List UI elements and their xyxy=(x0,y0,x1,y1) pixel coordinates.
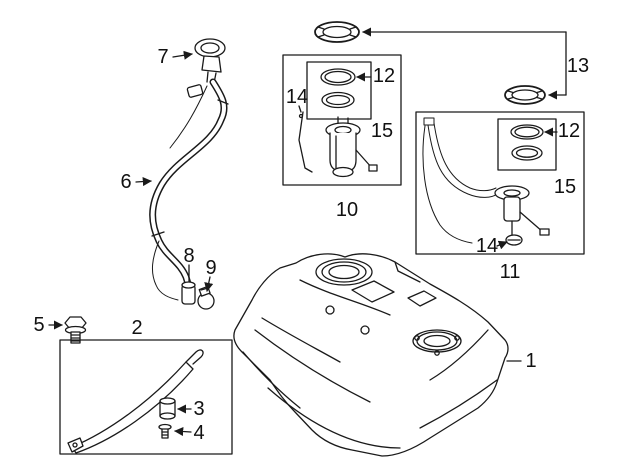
callout-1: 1 xyxy=(525,350,537,372)
callout-7: 7 xyxy=(157,46,169,68)
callout-13: 13 xyxy=(566,55,590,77)
callout-9: 9 xyxy=(205,257,217,279)
leader-14-right-arrow xyxy=(496,240,508,250)
fuel-pump-drawing xyxy=(325,116,378,178)
lock-ring-top-drawing xyxy=(314,21,360,43)
callout-14-right: 14 xyxy=(475,235,499,257)
callout-5: 5 xyxy=(33,314,45,336)
callout-14-top: 14 xyxy=(285,86,309,108)
callout-6: 6 xyxy=(120,171,132,193)
leader-14-top-line xyxy=(298,105,302,113)
seal-kit-box-top xyxy=(306,61,372,120)
callout-3: 3 xyxy=(193,398,205,420)
fuel-lines-drawing xyxy=(422,117,498,244)
leader-6-arrow xyxy=(135,177,152,187)
leader-7-arrow xyxy=(172,50,193,60)
callout-12-right: 12 xyxy=(557,120,581,142)
callout-2: 2 xyxy=(131,317,143,339)
tank-strap-drawing xyxy=(67,349,204,454)
callout-10: 10 xyxy=(335,199,359,221)
hose-piece-drawing xyxy=(181,281,196,305)
bolt-drawing xyxy=(64,316,87,344)
tank-strap-box xyxy=(59,339,233,455)
callout-11: 11 xyxy=(499,261,521,283)
lock-ring-right-drawing xyxy=(504,85,546,105)
leader-13-bracket xyxy=(362,27,567,100)
strap-bushing-drawing xyxy=(159,397,176,420)
callout-4: 4 xyxy=(193,422,205,444)
filler-pipe-drawing xyxy=(149,78,229,301)
fuel-sender-drawing xyxy=(494,185,550,246)
callout-8: 8 xyxy=(183,245,195,267)
callout-12-top: 12 xyxy=(372,65,396,87)
fuel-cap-drawing xyxy=(194,38,226,84)
sender-unit-box xyxy=(415,111,585,255)
pump-module-box xyxy=(282,54,402,186)
sender-bracket-drawing xyxy=(298,111,313,173)
leader-4-arrow xyxy=(174,426,192,437)
fuel-tank-drawing xyxy=(233,253,509,457)
hose-clamp-drawing xyxy=(197,285,215,310)
callout-15-top: 15 xyxy=(370,120,394,142)
seal-kit-box-right xyxy=(497,118,557,171)
leader-9-arrow xyxy=(204,276,214,292)
callout-15-right: 15 xyxy=(553,176,577,198)
strap-screw-drawing xyxy=(158,423,172,439)
